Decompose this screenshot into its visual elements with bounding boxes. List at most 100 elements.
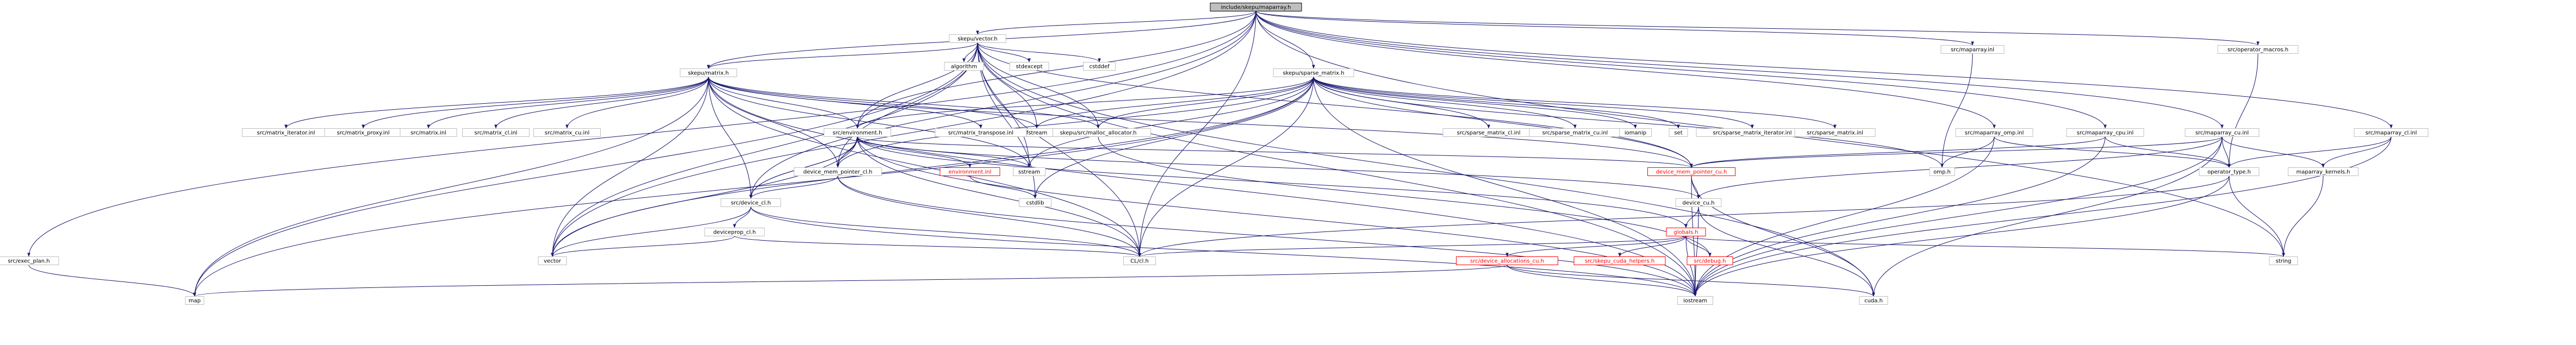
node-box (949, 34, 1006, 43)
node-label: device_mem_pointer_cl.h (803, 170, 872, 175)
node-cstdlib[interactable]: cstdlib (1019, 198, 1051, 207)
node-environment-inl[interactable]: environment.inl (939, 167, 1000, 176)
node-cuda-h[interactable]: cuda.h (1859, 296, 1888, 305)
node-debug-h[interactable]: src/debug.h (1687, 256, 1733, 265)
edge-maparray_cl_inl-to-operator_type_h (2227, 136, 2392, 168)
node-label: src/sparse_matrix_cu.inl (1542, 130, 1608, 136)
edge-maparray_h-to-operator_macros_h (1255, 11, 2260, 46)
node-globals-h[interactable]: globals.h (1666, 228, 1706, 236)
edge-maparray_cu_inl-to-maparray_kernels_h (2222, 136, 2325, 168)
node-vector-h[interactable]: skepu/vector.h (949, 34, 1006, 43)
node-maparray-cl-inl[interactable]: src/maparray_cl.inl (2354, 128, 2429, 137)
node-matrix-h[interactable]: skepu/matrix.h (680, 68, 737, 77)
node-sparse-matrix-h[interactable]: skepu/sparse_matrix.h (1273, 68, 1354, 77)
edge-device_cu_h-to-globals_h (1684, 206, 1699, 228)
node-label: src/matrix_cl.inl (475, 130, 518, 136)
node-sparse-matrix-inl[interactable]: src/sparse_matrix.inl (1794, 128, 1876, 137)
node-device-allocations-cu-h[interactable]: src/device_allocations_cu.h (1456, 256, 1558, 265)
edge-device_mem_pointer_cl_h-to-iostream (837, 175, 1697, 297)
node-box (538, 256, 567, 265)
node-iomanip[interactable]: iomanip (1619, 128, 1652, 137)
edge-globals_h-to-string (1685, 236, 2285, 257)
edge-vector_h-to-malloc_allocator_h (977, 42, 1100, 129)
edge-sparse_matrix_h-to-fstream (1035, 77, 1314, 129)
node-label: src/maparray.inl (1951, 47, 1994, 53)
edge-maparray_omp_inl-to-omp_h (1940, 136, 1995, 168)
node-label: cstdlib (1026, 200, 1044, 206)
edge-matrix_h-to-matrix_cl_inl (494, 77, 709, 129)
node-label: skepu/vector.h (957, 36, 997, 42)
edge-matrix_h-to-map (193, 77, 709, 297)
node-box (680, 68, 737, 77)
edge-device_cl_h-to-vector (551, 206, 751, 257)
node-cstddef[interactable]: cstddef (1083, 62, 1116, 71)
node-sstream[interactable]: sstream (1013, 167, 1046, 176)
node-matrix-cl-inl[interactable]: src/matrix_cl.inl (462, 128, 530, 137)
edge-maparray_h-to-maparray_cl_inl (1255, 11, 2393, 129)
edge-environment_inl-to-cstdlib (969, 175, 1037, 199)
node-label: src/environment.h (832, 130, 882, 136)
edge-vector_h-to-cl_cl_h (977, 42, 1141, 257)
edge-environment_h-to-sstream (857, 136, 1031, 168)
node-algorithm[interactable]: algorithm (944, 62, 984, 71)
node-omp-h[interactable]: omp.h (1929, 167, 1955, 176)
node-label: src/maparray_cl.inl (2366, 130, 2417, 136)
node-label: maparray_kernels.h (2297, 170, 2350, 175)
edge-maparray_h-to-environment_h (856, 11, 1256, 129)
edge-maparray_h-to-sparse_matrix_h (1255, 11, 1315, 69)
edge-matrix_h-to-cl_cl_h (708, 77, 1141, 257)
node-environment-h[interactable]: src/environment.h (824, 128, 891, 137)
node-matrix-cu-inl[interactable]: src/matrix_cu.inl (533, 128, 601, 137)
edge-operator_type_h-to-cl_cl_h (1138, 175, 2230, 257)
node-device-mem-pointer-cl-h[interactable]: device_mem_pointer_cl.h (794, 167, 882, 176)
edge-maparray_cu_inl-to-operator_type_h (2222, 136, 2231, 168)
node-matrix-proxy-inl[interactable]: src/matrix_proxy.inl (324, 128, 402, 137)
node-maparray-omp-inl[interactable]: src/maparray_omp.inl (1955, 128, 2033, 137)
node-stdexcept[interactable]: stdexcept (1009, 62, 1049, 71)
node-label: device_mem_pointer_cu.h (1656, 170, 1727, 175)
node-deviceprop-cl-h[interactable]: deviceprop_cl.h (704, 228, 765, 236)
node-sparse-matrix-cu-inl[interactable]: src/sparse_matrix_cu.inl (1529, 128, 1621, 137)
edge-sparse_matrix_h-to-set (1313, 77, 1680, 129)
edge-maparray_h-to-maparray_omp_inl (1255, 11, 1996, 129)
edge-matrix_h-to-sstream (708, 77, 1031, 168)
node-cl-cl-h[interactable]: CL/cl.h (1123, 256, 1156, 265)
node-device-cu-h[interactable]: device_cu.h (1675, 198, 1722, 207)
node-iostream[interactable]: iostream (1677, 296, 1713, 305)
node-vector[interactable]: vector (538, 256, 567, 265)
edge-device_mem_pointer_cl_h-to-cl_cl_h (837, 175, 1141, 257)
node-string[interactable]: string (2269, 256, 2298, 265)
node-box (1794, 128, 1876, 137)
node-maparray-cu-inl[interactable]: src/maparray_cu.inl (2185, 128, 2260, 137)
node-label: src/matrix_proxy.inl (337, 130, 389, 136)
node-maparray-kernels-h[interactable]: maparray_kernels.h (2288, 167, 2359, 176)
node-box (1929, 167, 1955, 176)
node-maparray-inl[interactable]: src/maparray.inl (1940, 45, 2005, 54)
edge-maparray_h-to-cl_cl_h (1138, 11, 1256, 257)
node-box (0, 256, 59, 265)
edge-matrix_h-to-matrix_iterator_inl (284, 77, 709, 129)
node-malloc-allocator-h[interactable]: skepu/src/malloc_allocator.h (1046, 128, 1151, 137)
node-box (1573, 256, 1666, 265)
node-box (1456, 256, 1558, 265)
node-box (1859, 296, 1888, 305)
node-map[interactable]: map (185, 296, 204, 305)
node-device-mem-pointer-cu-h[interactable]: device_mem_pointer_cu.h (1647, 167, 1735, 176)
node-matrix-inl[interactable]: src/matrix.inl (400, 128, 457, 137)
node-skepu-cuda-helpers-h[interactable]: src/skepu_cuda_helpers.h (1573, 256, 1666, 265)
node-sparse-matrix-iterator-inl[interactable]: src/sparse_matrix_iterator.inl (1696, 128, 1809, 137)
node-matrix-iterator-inl[interactable]: src/matrix_iterator.inl (242, 128, 330, 137)
edge-matrix_h-to-device_cl_h (708, 77, 752, 199)
node-operator-macros-h[interactable]: src/operator_macros.h (2217, 45, 2299, 54)
node-device-cl-h[interactable]: src/device_cl.h (720, 198, 781, 207)
node-label: algorithm (951, 64, 977, 70)
edge-sparse_matrix_h-to-iomanip (1313, 77, 1637, 129)
node-box (400, 128, 457, 137)
node-exec-plan-h[interactable]: src/exec_plan.h (0, 256, 59, 265)
node-set[interactable]: set (1669, 128, 1688, 137)
node-operator-type-h[interactable]: operator_type.h (2199, 167, 2260, 176)
node-sparse-matrix-cl-inl[interactable]: src/sparse_matrix_cl.inl (1442, 128, 1535, 137)
edge-environment_h-to-vector (551, 136, 858, 257)
node-maparray-cpu-inl[interactable]: src/maparray_cpu.inl (2066, 128, 2144, 137)
node-matrix-transpose-inl[interactable]: src/matrix_transpose.inl (935, 128, 1027, 137)
